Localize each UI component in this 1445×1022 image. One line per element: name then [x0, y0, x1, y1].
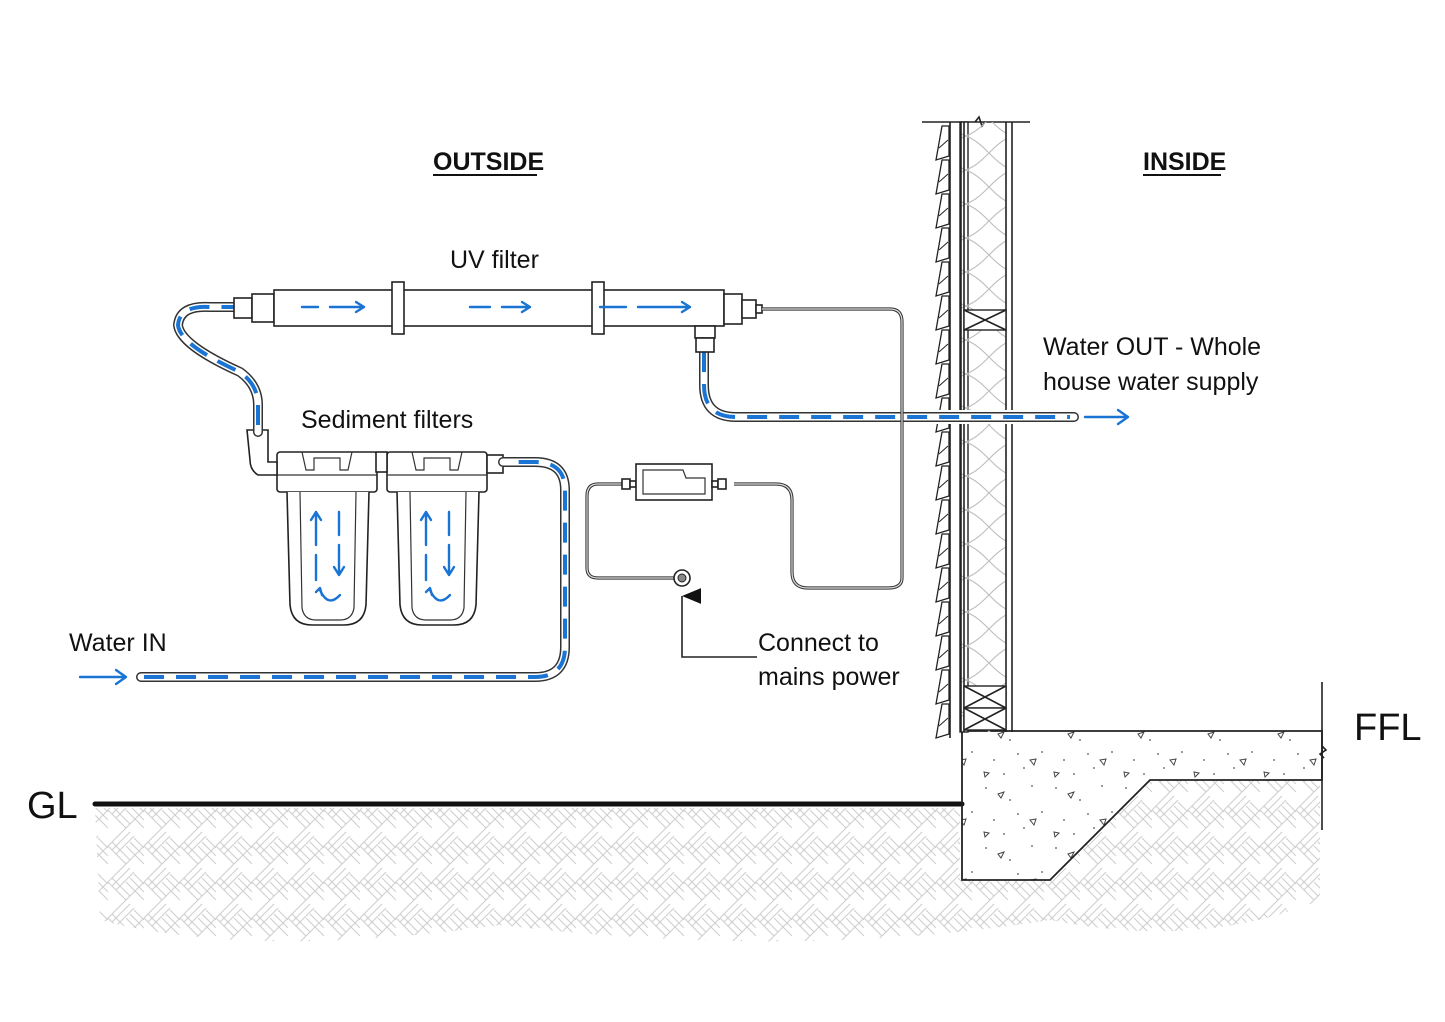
weatherboard-hatch	[938, 649, 949, 659]
weatherboard-hatch	[938, 173, 949, 183]
weatherboard	[935, 431, 950, 467]
uv-power-cable	[585, 307, 904, 590]
weatherboard-hatch	[938, 377, 949, 387]
weatherboard-hatch	[938, 479, 949, 489]
timber-nogging	[963, 309, 1007, 731]
uv-ballast	[621, 463, 727, 501]
water-out-label-line1: Water OUT - Whole	[1043, 333, 1261, 361]
weatherboard	[935, 193, 950, 229]
filter-to-uv-hose	[173, 301, 263, 437]
water-out-label-line2: house water supply	[1043, 368, 1259, 396]
ground	[92, 780, 1320, 942]
uv-clamp	[391, 281, 405, 335]
weatherboard-hatch	[938, 241, 949, 251]
weatherboard-hatch	[938, 547, 949, 557]
weatherboard	[935, 533, 950, 569]
weatherboard-hatch	[938, 275, 949, 285]
ground-level-label: GL	[27, 785, 78, 827]
flow-arrows	[309, 510, 346, 602]
weatherboard-hatch	[938, 343, 949, 353]
weatherboard-hatch	[938, 683, 949, 693]
weatherboard	[935, 363, 950, 399]
filter-coupling	[375, 451, 388, 473]
concrete-slab-footing	[961, 682, 1328, 881]
weatherboard	[935, 499, 950, 535]
uv-filter-label: UV filter	[450, 246, 539, 274]
power-leader-line	[681, 588, 757, 658]
wall-section	[922, 115, 1030, 739]
weatherboard-hatch	[938, 445, 949, 455]
water-in-label: Water IN	[69, 629, 167, 657]
sediment-filter-1	[276, 451, 378, 626]
sediment-filter-2	[386, 451, 488, 626]
ffl-label: FFL	[1354, 707, 1422, 749]
flow-arrows	[419, 510, 456, 602]
weatherboard-hatch	[938, 139, 949, 149]
elbow-fitting	[246, 429, 278, 476]
weatherboard-hatch	[938, 615, 949, 625]
soil-hatch	[95, 780, 1320, 942]
weatherboard	[935, 329, 950, 365]
weatherboard	[935, 227, 950, 263]
weatherboard	[935, 295, 950, 331]
weatherboard	[935, 465, 950, 501]
weatherboard-hatch	[938, 717, 949, 727]
water-in-pipe	[136, 457, 570, 682]
sediment-filters-label: Sediment filters	[301, 406, 473, 434]
water-out-pipe	[699, 345, 1079, 422]
weatherboard	[935, 125, 950, 161]
uv-filter-unit	[233, 281, 763, 353]
power-label-line1: Connect to	[758, 629, 879, 657]
weatherboard	[935, 669, 950, 705]
water-in-arrow	[78, 668, 128, 686]
weatherboard-hatch	[938, 309, 949, 319]
power-socket	[673, 569, 691, 587]
weatherboard	[935, 601, 950, 637]
inside-heading: INSIDE	[1143, 148, 1226, 176]
water-out-arrow	[1083, 408, 1130, 426]
weatherboard-hatch	[938, 207, 949, 217]
weatherboard	[935, 261, 950, 297]
power-label-line2: mains power	[758, 663, 900, 691]
weatherboard-hatch	[938, 513, 949, 523]
weatherboard-hatch	[938, 581, 949, 591]
weatherboard	[935, 635, 950, 671]
outside-heading: OUTSIDE	[433, 148, 544, 176]
weatherboard	[935, 703, 950, 739]
weatherboard	[935, 159, 950, 195]
weatherboard	[935, 567, 950, 603]
weatherboard-cladding	[935, 125, 950, 739]
